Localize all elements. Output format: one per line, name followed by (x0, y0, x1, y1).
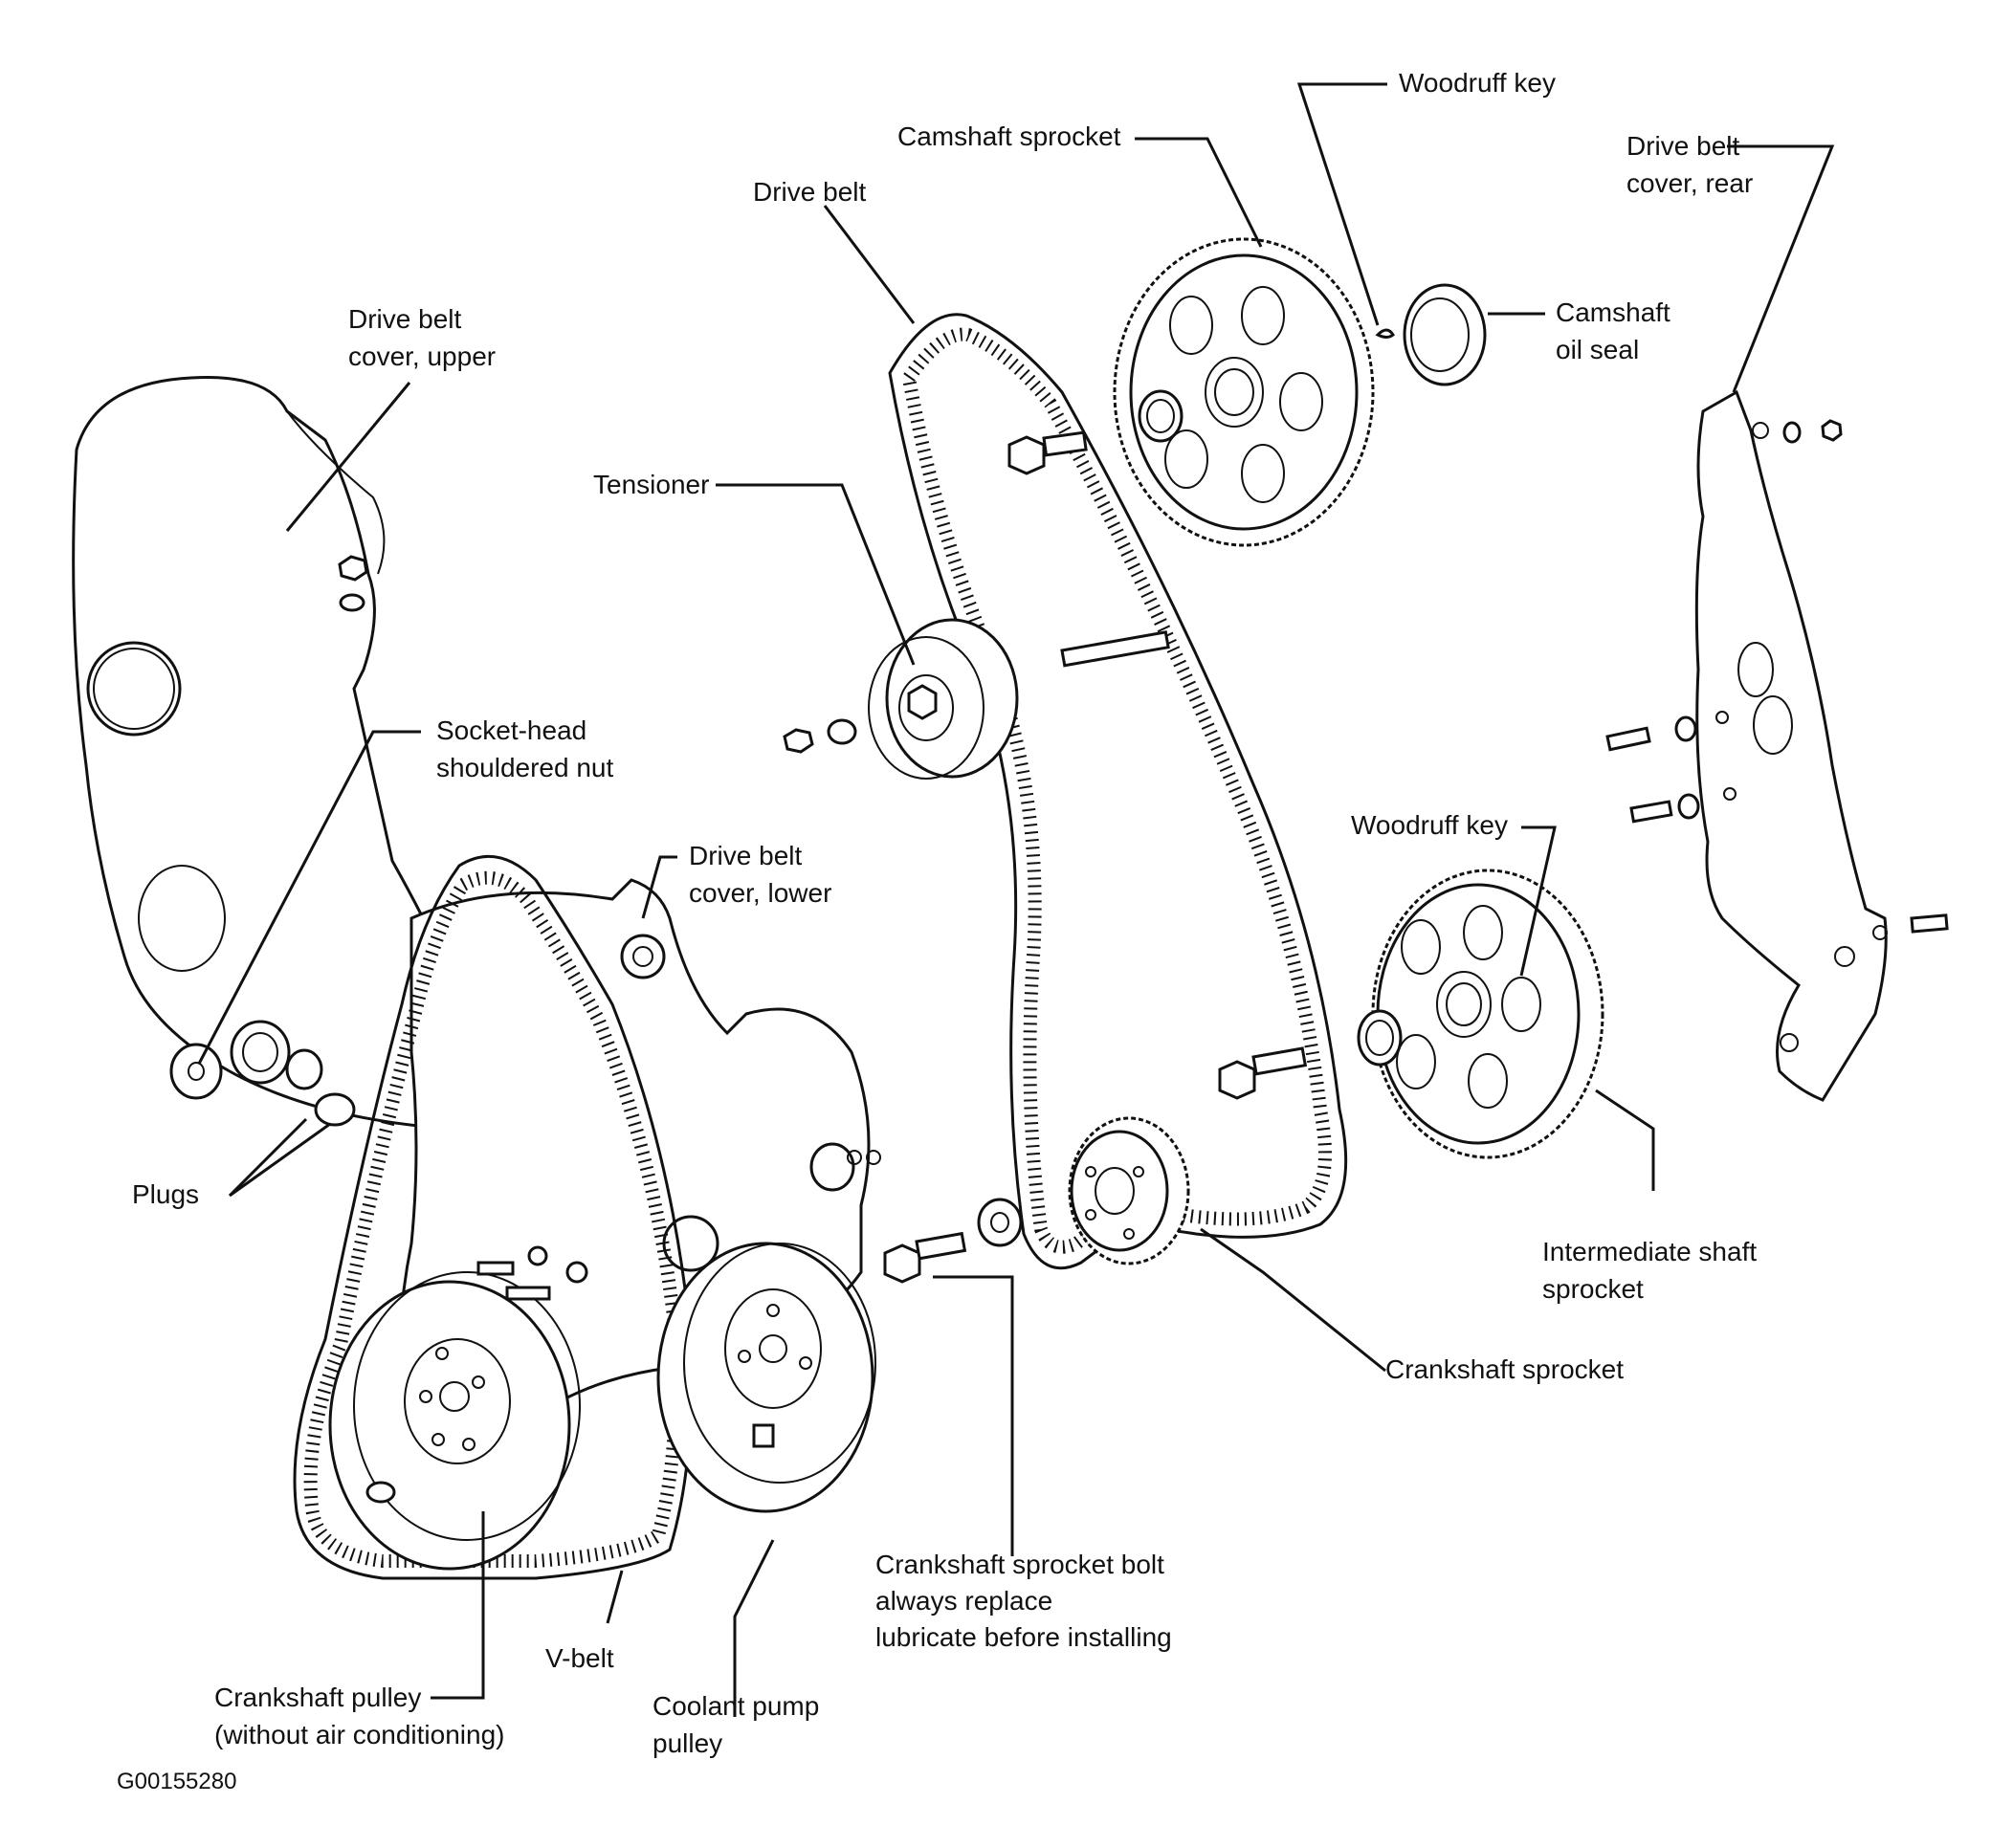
label-crankshaft-pulley-line1: Crankshaft pulley (214, 1683, 422, 1712)
crankshaft-pulley (328, 1271, 581, 1571)
crankshaft-sprocket-bolt (883, 1198, 1023, 1284)
tensioner-stud (1060, 630, 1170, 668)
label-drive-belt-cover-lower-line1: Drive belt (689, 841, 803, 870)
socket-head-shouldered-nut (169, 1043, 223, 1100)
label-plugs: Plugs (132, 1179, 200, 1209)
label-coolant-pump-pulley-line2: pulley (653, 1728, 723, 1758)
upper-bolt (1007, 430, 1088, 475)
label-v-belt: V-belt (545, 1643, 614, 1673)
label-camshaft-oil-seal-line2: oil seal (1556, 335, 1640, 364)
leader-lines (197, 82, 1835, 1717)
drive-belt-cover-rear (1694, 389, 1888, 1102)
label-coolant-pump-pulley-line1: Coolant pump (653, 1691, 820, 1721)
plugs (285, 1048, 356, 1127)
label-crankshaft-sprocket-bolt-line3: lubricate before installing (875, 1622, 1172, 1652)
plug-seal (230, 1020, 291, 1085)
label-drive-belt-cover-lower-line2: cover, lower (689, 878, 832, 908)
figure-id: G00155280 (117, 1769, 237, 1794)
label-crankshaft-pulley-line2: (without air conditioning) (214, 1720, 505, 1749)
camshaft-oil-seal (1403, 283, 1487, 386)
label-tensioner: Tensioner (593, 470, 710, 499)
label-drive-belt-cover-rear-line1: Drive belt (1626, 131, 1740, 161)
pulley-bolts-and-washers (476, 1245, 588, 1301)
label-drive-belt-cover-upper-line1: Drive belt (348, 304, 462, 334)
label-camshaft-oil-seal-line1: Camshaft (1556, 297, 1670, 327)
woodruff-key-top (1375, 328, 1395, 339)
coolant-pump-pulley (656, 1242, 876, 1513)
v-belt (293, 854, 693, 1580)
rear-cover-fasteners (1605, 419, 1949, 934)
label-crankshaft-sprocket-bolt-line2: always replace (875, 1586, 1053, 1616)
lower-bolt (1218, 1046, 1308, 1100)
intermediate-shaft-sprocket (1357, 869, 1604, 1159)
label-socket-head-nut-line2: shouldered nut (436, 753, 614, 782)
label-socket-head-nut-line1: Socket-head (436, 715, 587, 745)
label-woodruff-key-lower: Woodruff key (1351, 810, 1508, 840)
label-crankshaft-sprocket-bolt-line1: Crankshaft sprocket bolt (875, 1550, 1164, 1579)
label-camshaft-sprocket: Camshaft sprocket (897, 121, 1121, 151)
camshaft-sprocket (1113, 237, 1375, 547)
label-woodruff-key-top: Woodruff key (1399, 68, 1556, 98)
label-crankshaft-sprocket: Crankshaft sprocket (1385, 1354, 1624, 1384)
tensioner-nut-and-washer (783, 718, 857, 754)
drive-belt-cover-upper (72, 375, 499, 1131)
crankshaft-sprocket (1068, 1116, 1190, 1265)
label-intermediate-shaft-sprocket-line1: Intermediate shaft (1542, 1237, 1758, 1266)
label-drive-belt: Drive belt (753, 177, 867, 207)
tensioner (868, 618, 1019, 780)
label-drive-belt-cover-rear-line2: cover, rear (1626, 168, 1754, 198)
label-intermediate-shaft-sprocket-line2: sprocket (1542, 1274, 1644, 1304)
cover-nut-and-washer (338, 555, 368, 612)
drive-belt (888, 313, 1348, 1270)
label-drive-belt-cover-upper-line2: cover, upper (348, 341, 497, 371)
